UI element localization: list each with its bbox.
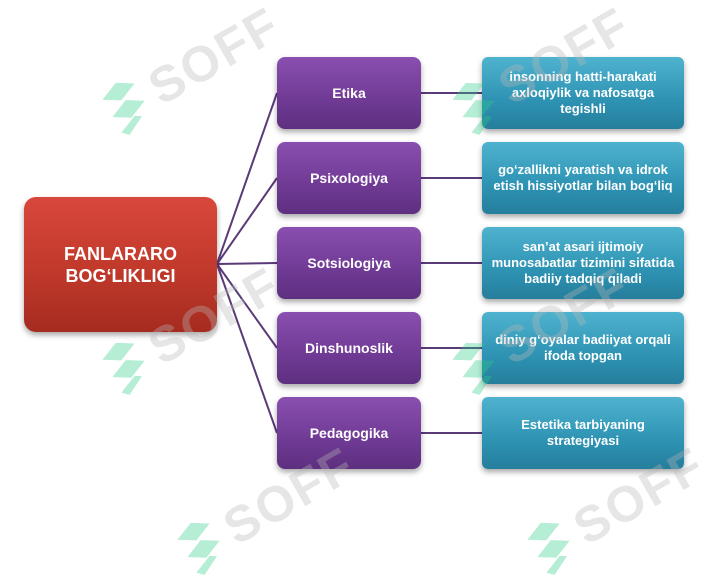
branch-node-etika: Etika [277, 57, 421, 129]
root-node: FANLARARO BOG‘LIKLIGI [24, 197, 217, 332]
connector-root-to-branch-5 [216, 263, 278, 434]
branch-node-sotsiologiya: Sotsiologiya [277, 227, 421, 299]
branch-node-pedagogika: Pedagogika [277, 397, 421, 469]
description-pedagogika: Estetika tarbiyaning strategiyasi [482, 397, 684, 469]
connector-root-to-branch-1 [216, 92, 278, 265]
branch-node-psixologiya: Psixologiya [277, 142, 421, 214]
description-dinshunoslik: diniy g‘oyalar badiiyat orqali ifoda top… [482, 312, 684, 384]
connector-root-to-branch-4 [216, 263, 278, 349]
connector-root-to-branch-3 [216, 262, 278, 265]
description-etika: insonning hatti-harakati axloqiylik va n… [482, 57, 684, 129]
branch-node-dinshunoslik: Dinshunoslik [277, 312, 421, 384]
description-sotsiologiya: san’at asari ijtimoiy munosabatlar tizim… [482, 227, 684, 299]
description-psixologiya: go‘zallikni yaratish va idrok etish hiss… [482, 142, 684, 214]
connector-root-to-branch-2 [216, 177, 278, 265]
connector-lines [216, 92, 482, 434]
